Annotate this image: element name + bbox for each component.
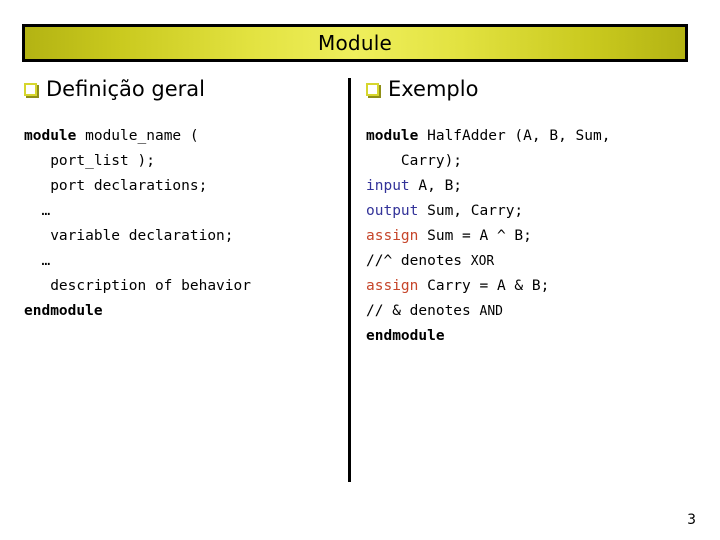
- code-token: input: [366, 178, 410, 194]
- code-line: assign Carry = A & B;: [366, 274, 696, 299]
- code-line: variable declaration;: [24, 224, 336, 249]
- code-token: module_name (: [76, 128, 199, 144]
- code-line: // & denotes AND: [366, 299, 696, 324]
- code-token: AND: [479, 304, 503, 319]
- page-number: 3: [687, 512, 696, 528]
- left-code-block: module module_name ( port_list ); port d…: [24, 124, 336, 324]
- left-heading-label: Definição geral: [46, 77, 205, 101]
- code-token: //^ denotes: [366, 253, 471, 269]
- code-line: output Sum, Carry;: [366, 199, 696, 224]
- code-line: …: [24, 199, 336, 224]
- code-token: description of behavior: [24, 278, 251, 294]
- code-line: endmodule: [24, 299, 336, 324]
- code-line: description of behavior: [24, 274, 336, 299]
- code-token: module: [24, 128, 77, 144]
- code-token: …: [24, 203, 51, 219]
- code-token: Carry = A & B;: [418, 278, 550, 294]
- code-line: endmodule: [366, 324, 696, 349]
- code-token: HalfAdder (A, B, Sum,: [418, 128, 611, 144]
- code-line: …: [24, 249, 336, 274]
- code-token: output: [366, 203, 419, 219]
- code-token: …: [24, 253, 51, 269]
- code-line: input A, B;: [366, 174, 696, 199]
- code-token: endmodule: [24, 303, 103, 319]
- code-line: port declarations;: [24, 174, 336, 199]
- code-token: XOR: [470, 254, 495, 269]
- code-line: module module_name (: [24, 124, 336, 149]
- code-token: assign: [366, 228, 419, 244]
- code-token: Sum, Carry;: [418, 203, 524, 219]
- left-column-heading: Definição geral: [24, 76, 336, 110]
- code-token: port declarations;: [24, 178, 208, 194]
- right-code-block: module HalfAdder (A, B, Sum, Carry); inpu…: [366, 124, 696, 349]
- code-token: A, B;: [409, 178, 463, 194]
- right-column: Exemplo module HalfAdder (A, B, Sum, Car…: [366, 76, 696, 349]
- page-title: Module: [318, 31, 392, 55]
- column-divider: [348, 78, 351, 482]
- left-column: Definição geral module module_name ( por…: [24, 76, 336, 324]
- code-token: variable declaration;: [24, 228, 234, 244]
- code-token: assign: [366, 278, 419, 294]
- code-line: Carry);: [366, 149, 696, 174]
- code-token: // & denotes: [366, 303, 480, 319]
- code-token: Carry);: [366, 153, 463, 169]
- hollow-square-bullet-icon: [24, 83, 37, 96]
- slide-title-bar: Module: [22, 24, 688, 62]
- hollow-square-bullet-icon: [366, 83, 379, 96]
- code-token: Sum = A ^ B;: [418, 228, 532, 244]
- code-line: module HalfAdder (A, B, Sum,: [366, 124, 696, 149]
- code-line: //^ denotes XOR: [366, 249, 696, 274]
- code-token: module: [366, 128, 419, 144]
- right-heading-label: Exemplo: [388, 77, 479, 101]
- code-line: port_list );: [24, 149, 336, 174]
- code-token: port_list );: [24, 153, 155, 169]
- right-column-heading: Exemplo: [366, 76, 696, 110]
- code-line: assign Sum = A ^ B;: [366, 224, 696, 249]
- code-token: endmodule: [366, 328, 445, 344]
